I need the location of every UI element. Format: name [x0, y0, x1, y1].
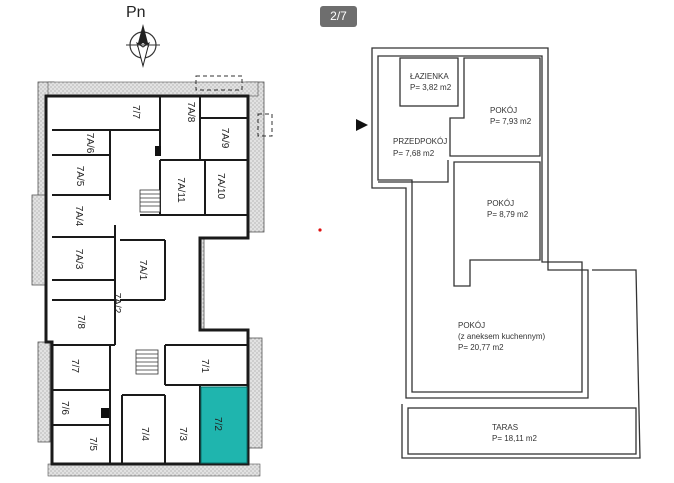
unit-label[interactable]: 7A/9 [219, 128, 230, 149]
unit-label[interactable]: 7/7 [130, 105, 141, 119]
unit-label[interactable]: 7/6 [59, 401, 70, 415]
unit-label[interactable]: 7/3 [177, 427, 188, 441]
room-name: TARAS [492, 423, 518, 432]
room-name: POKÓJ [487, 199, 514, 208]
unit-label[interactable]: 7A/10 [215, 173, 226, 200]
unit-labels: 7/7 7A/8 7A/6 7A/9 7A/5 7A/11 7A/10 7A/4… [59, 102, 230, 452]
page-indicator[interactable]: 2/7 [320, 6, 357, 27]
marker-dot [318, 228, 322, 232]
stairs-icon [135, 189, 161, 375]
room-area: P= 20,77 m2 [458, 343, 504, 352]
building-plan [31, 75, 273, 477]
unit-label[interactable]: 7A/8 [185, 102, 196, 123]
room-area: P= 7,68 m2 [393, 149, 435, 158]
unit-label[interactable]: 7A/1 [137, 260, 148, 281]
north-label: Pn [126, 4, 146, 21]
room-name: POKÓJ [490, 106, 517, 115]
room-name: POKÓJ [458, 321, 485, 330]
room-name: ŁAZIENKA [410, 72, 449, 81]
room-area: P= 7,93 m2 [490, 117, 532, 126]
unit-label[interactable]: 7A/4 [73, 206, 84, 227]
entrance-arrow-icon [356, 119, 368, 131]
room-area: P= 18,11 m2 [492, 434, 538, 443]
selected-unit-highlight[interactable] [200, 386, 248, 464]
unit-label[interactable]: 7A/3 [73, 249, 84, 270]
unit-label[interactable]: 7/5 [87, 437, 98, 451]
room-labels: ŁAZIENKA P= 3,82 m2 POKÓJ P= 7,93 m2 PRZ… [393, 72, 545, 443]
compass-icon [126, 24, 160, 68]
unit-label[interactable]: 7/8 [75, 315, 86, 329]
unit-label[interactable]: 7A/2 [111, 293, 122, 314]
room-area: P= 8,79 m2 [487, 210, 529, 219]
unit-label[interactable]: 7/1 [199, 359, 210, 373]
unit-label[interactable]: 7/4 [139, 427, 150, 441]
unit-label[interactable]: 7/2 [212, 417, 223, 431]
unit-label[interactable]: 7/7 [69, 359, 80, 373]
apartment-plan [371, 47, 641, 459]
unit-label[interactable]: 7A/11 [175, 177, 186, 203]
unit-label[interactable]: 7A/6 [84, 133, 95, 154]
room-note: (z aneksem kuchennym) [458, 332, 545, 341]
unit-label[interactable]: 7A/5 [74, 166, 85, 187]
room-area: P= 3,82 m2 [410, 83, 452, 92]
room-name: PRZEDPOKÓJ [393, 137, 447, 146]
